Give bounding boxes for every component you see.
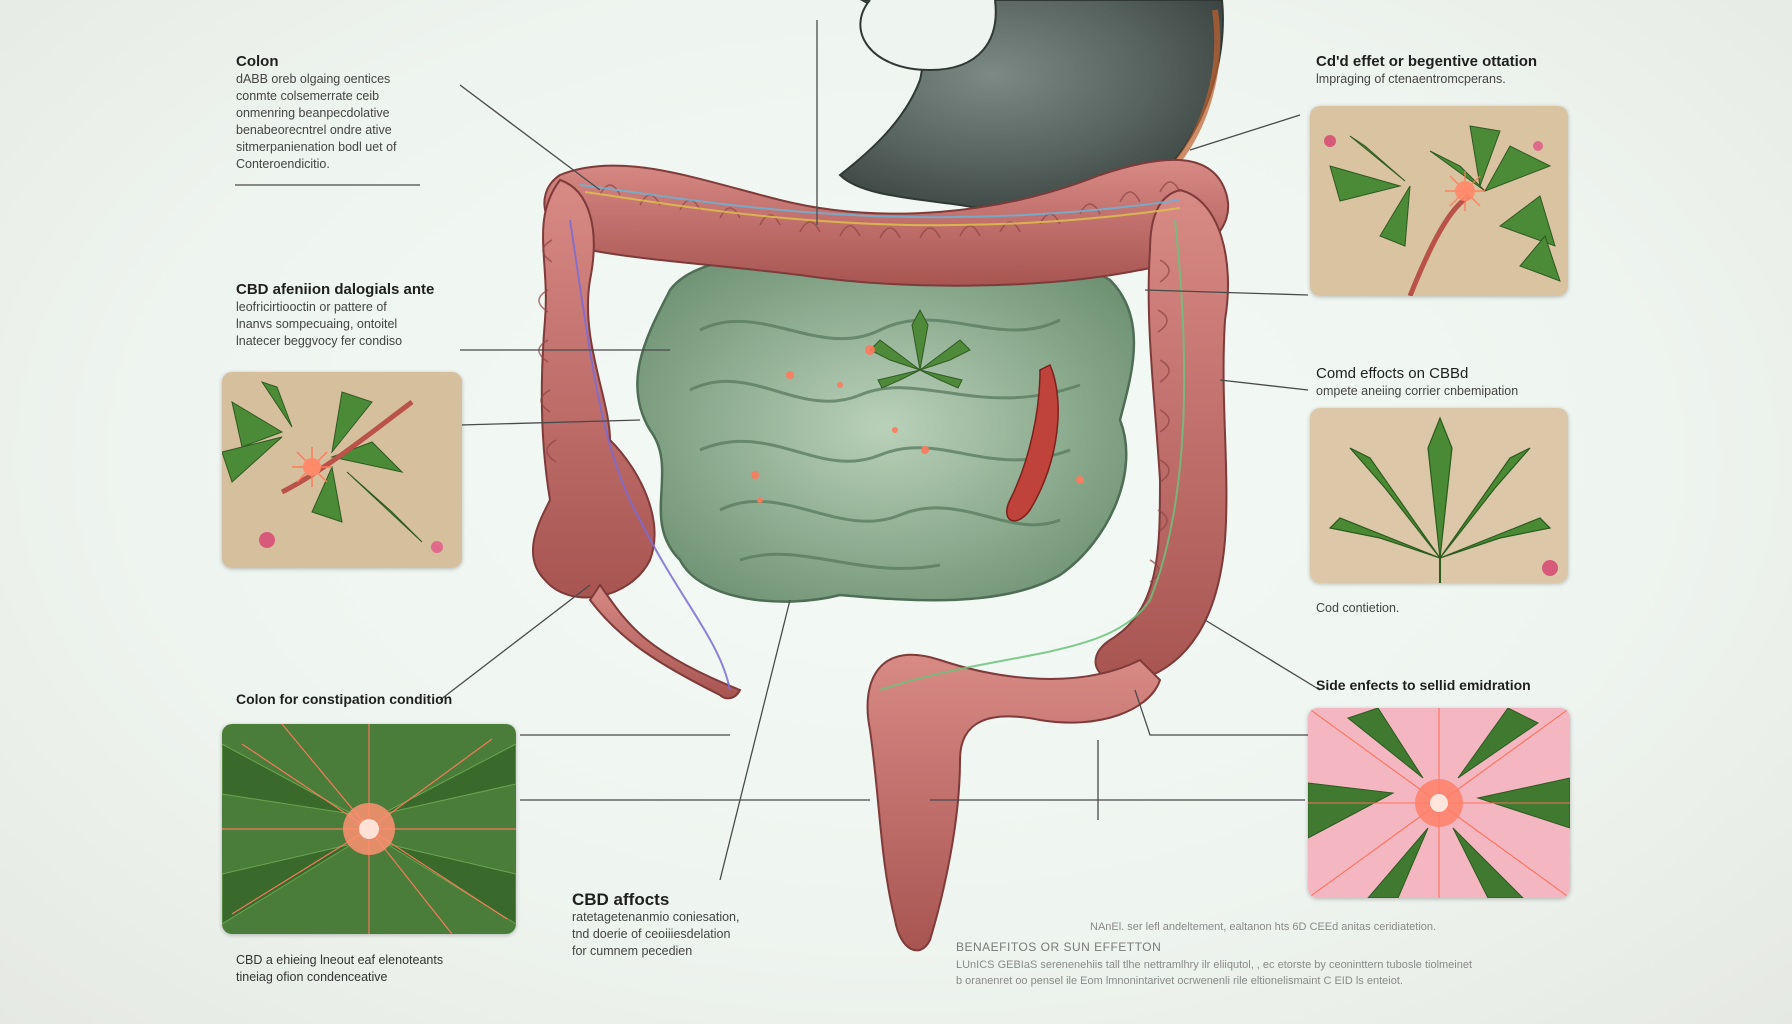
- colon: [532, 158, 1230, 952]
- right-top-title: Cd'd effet or begentive ottation: [1316, 53, 1538, 70]
- right-top-callout: Cd'd effet or begentive ottation lmpragi…: [1316, 52, 1616, 88]
- left-top-callout: Colon dABB oreb olgaing oentices conmte …: [236, 52, 496, 173]
- leader-lines: [235, 20, 1321, 881]
- left-low-title: Colon for constipation condition: [236, 691, 453, 707]
- small-intestine: [636, 249, 1136, 603]
- left-mid-line-3: lnatecer beggvocy fer condiso: [236, 334, 403, 348]
- center-bottom-line-3: for cumnem pecedien: [572, 944, 693, 958]
- right-mid-callout: Comd effocts on CBBd ompete aneiing corr…: [1316, 364, 1616, 400]
- panel-burst-right-bottom: [1308, 708, 1570, 898]
- footnote-heading: BENAEFITOS OR SUN EFFETTON: [956, 940, 1162, 954]
- right-mid-caption: Cod contietion.: [1316, 601, 1400, 615]
- center-bottom-callout: CBD affocts ratetagetenanmio coniesation…: [572, 890, 832, 960]
- right-low-title: Side enfects to sellid emidration: [1316, 677, 1531, 693]
- right-top-subtitle: lmpraging of ctenaentromcperans.: [1316, 72, 1506, 86]
- left-mid-line-2: lnanvs sompecuaing, ontoitel: [236, 317, 398, 331]
- right-mid-subtitle: ompete aneiing corrier cnbemipation: [1316, 384, 1519, 398]
- inflammation-bursts: [751, 345, 1084, 503]
- center-bottom-title: CBD affocts: [572, 890, 670, 909]
- left-bottom-line-1: CBD a ehieing lneout eaf elenoteants: [236, 953, 444, 967]
- left-top-title: Colon: [236, 53, 279, 70]
- left-mid-callout: CBD afeniion dalogials ante leofricirtio…: [236, 280, 496, 350]
- panel-leaf-right: [1310, 408, 1568, 583]
- left-top-line-1: dABB oreb olgaing oentices: [236, 72, 391, 86]
- left-top-line-4: benabeorecntrel ondre ative: [236, 123, 392, 137]
- panel-leaf-burst-left: [222, 372, 462, 568]
- inflamed-segment: [1006, 363, 1059, 522]
- left-bottom-line-2: tineiag ofion condenceative: [236, 970, 388, 984]
- footnote-line-2: b oranenret oo pensel ile Eom lmnonintar…: [956, 975, 1403, 987]
- left-top-line-2: conmte colsemerrate ceib: [236, 89, 380, 103]
- left-top-line-6: Conteroendicitio.: [236, 157, 330, 171]
- left-bottom-callout: CBD a ehieing lneout eaf elenoteants tin…: [236, 952, 536, 986]
- left-top-line-3: onmenring beanpecdolative: [236, 106, 390, 120]
- panel-burst-left-bottom: [222, 724, 516, 934]
- left-top-line-5: sitmerpanienation bodl uet of: [236, 140, 397, 154]
- footnote-top: NAnEl. ser lefl andeltement, ealtanon ht…: [1090, 921, 1437, 933]
- footnote-line-1: LUnICS GEBIaS serenenehiis tall tlhe net…: [956, 959, 1473, 971]
- right-mid-title: Comd effocts on CBBd: [1316, 365, 1469, 382]
- left-mid-title: CBD afeniion dalogials ante: [236, 281, 435, 298]
- panel-leaf-burst-top-right: [1310, 106, 1568, 296]
- left-mid-line-1: leofricirtiooctin or pattere of: [236, 300, 387, 314]
- center-bottom-line-1: ratetagetenanmio coniesation,: [572, 910, 740, 924]
- center-bottom-line-2: tnd doerie of ceoiiiesdelation: [572, 927, 731, 941]
